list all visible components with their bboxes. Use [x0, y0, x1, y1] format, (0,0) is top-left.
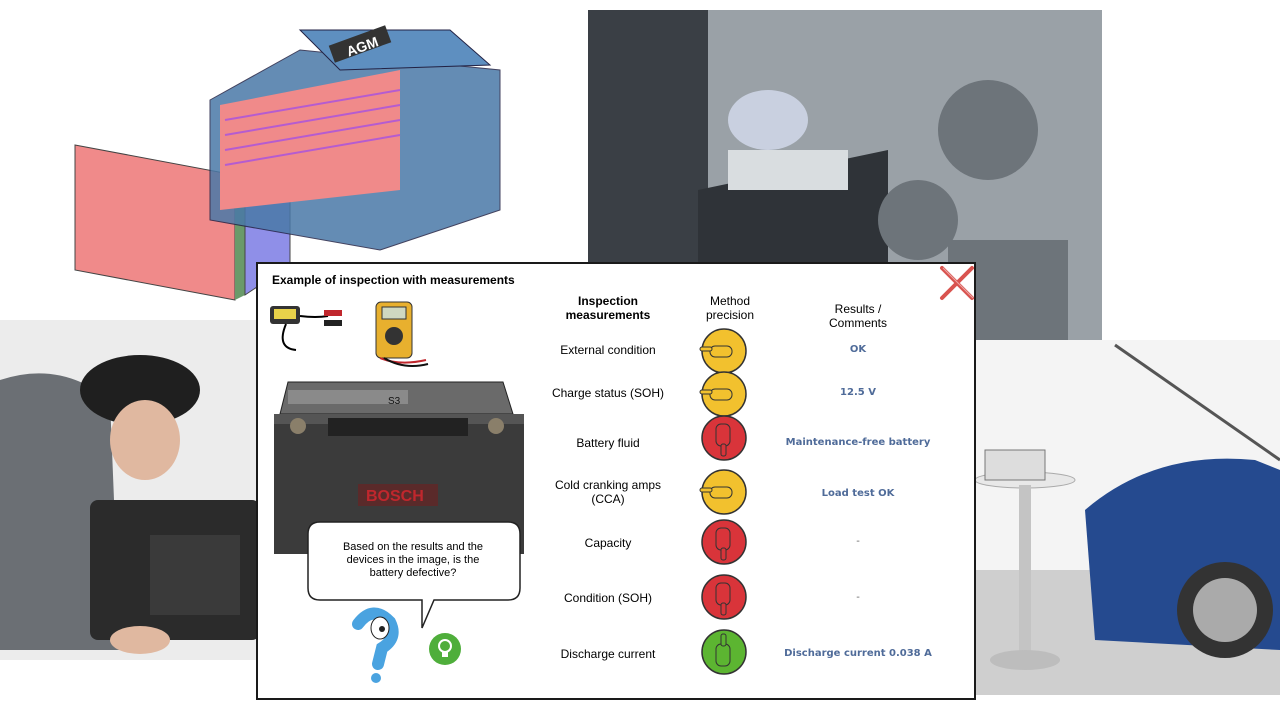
speech-bubble [304, 520, 524, 630]
agm-battery-cutaway-image: AGM [60, 10, 520, 310]
row-label: Capacity [584, 536, 632, 550]
row-label: Charge status (SOH) [551, 386, 665, 400]
close-icon [940, 266, 974, 300]
inspection-dialog: Example of inspection with measurements [256, 262, 976, 700]
row-label: Discharge current [560, 647, 656, 661]
row-result: - [856, 592, 860, 603]
row-label: External condition [560, 343, 656, 357]
column-header-results: Results / Comments [828, 302, 887, 330]
thumb-up-green-icon [698, 626, 750, 678]
hint-button[interactable] [428, 632, 462, 666]
thumb-side-yellow-icon [698, 466, 750, 518]
battery-tester-clamps-image [266, 298, 346, 358]
row-result: OK [849, 344, 867, 355]
row-result: 12.5 V [840, 387, 876, 398]
question-text: Based on the results and the devices in … [342, 541, 484, 579]
thumb-side-yellow-icon [698, 368, 750, 420]
question-mascot-icon [338, 604, 408, 684]
mechanic-photo [0, 320, 270, 660]
dialog-title: Example of inspection with measurements [272, 273, 515, 287]
row-result: Maintenance-free battery [785, 437, 931, 448]
thumb-down-red-icon [698, 571, 750, 623]
row-label: Battery fluid [576, 436, 640, 450]
row-label: Condition (SOH) [563, 591, 653, 605]
thumb-down-red-icon [698, 412, 750, 464]
column-header-measurement: Inspection measurements [565, 294, 651, 322]
battery-tester-car-photo [975, 340, 1280, 695]
battery-model-text: S3 [388, 396, 401, 407]
row-result: Load test OK [821, 488, 895, 499]
multimeter-image [370, 300, 430, 370]
battery-brand-text: BOSCH [366, 488, 424, 505]
row-result: Discharge current 0.038 A [784, 648, 932, 659]
thumb-down-red-icon [698, 516, 750, 568]
row-label: Cold cranking amps (CCA) [554, 478, 662, 506]
lightbulb-icon [429, 633, 461, 665]
column-header-method: Method precision [705, 294, 755, 322]
close-button[interactable] [938, 264, 976, 302]
row-result: - [856, 536, 860, 547]
